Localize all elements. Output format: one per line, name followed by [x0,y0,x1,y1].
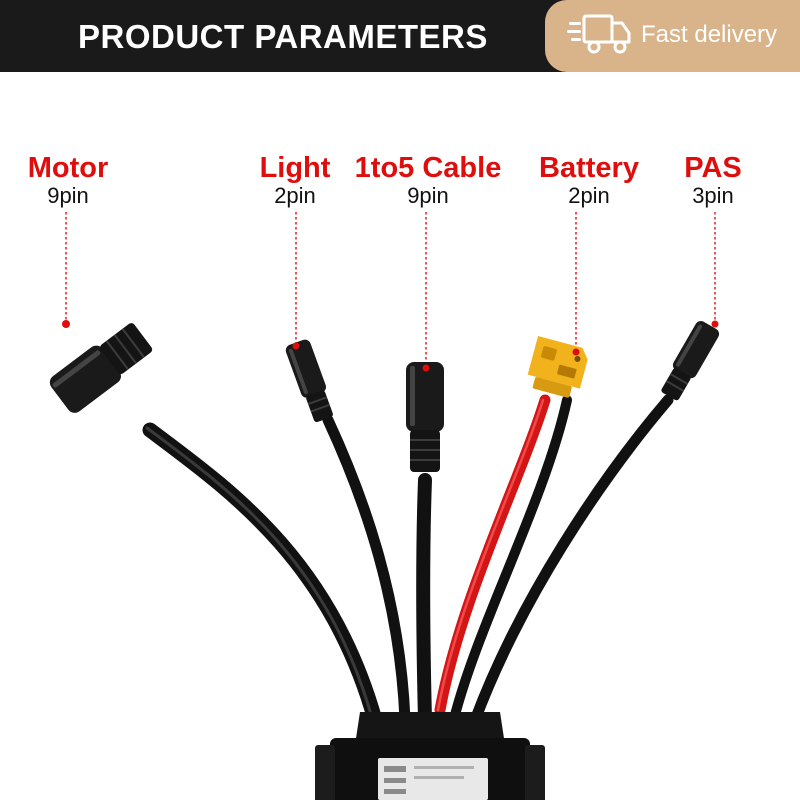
connector-label-light: Light 2pin [260,152,331,208]
connector-label-motor: Motor 9pin [28,152,109,208]
connector-label-battery: Battery 2pin [539,152,639,208]
connector-pins: 3pin [692,183,734,208]
light-connector [285,339,333,423]
connector-pins: 9pin [407,183,449,208]
battery-xt60-connector [527,335,588,398]
cables [142,394,674,728]
connector-name: Light [259,152,331,184]
page-title: PRODUCT PARAMETERS [78,18,488,55]
connector-pins: 9pin [47,183,89,208]
connector-name: Battery [539,152,639,184]
controller-box [315,712,545,800]
connector-pins: 2pin [274,183,316,208]
connector-markers [62,320,719,372]
fast-delivery-badge: Fast delivery [545,0,800,72]
connector-label-1to5-cable: 1to5 Cable 9pin [355,152,502,208]
one-to-five-connector [406,362,444,472]
leader-lines [65,212,716,366]
connector-pins: 2pin [568,183,610,208]
connector-name: 1to5 Cable [354,152,502,184]
connector-name: PAS [684,152,742,184]
pas-connector [661,321,720,401]
connector-name: Motor [27,152,109,184]
connector-label-pas: PAS 3pin [684,152,741,208]
fast-delivery-label: Fast delivery [641,21,778,48]
motor-connector [49,323,153,413]
delivery-truck-icon [567,14,631,54]
